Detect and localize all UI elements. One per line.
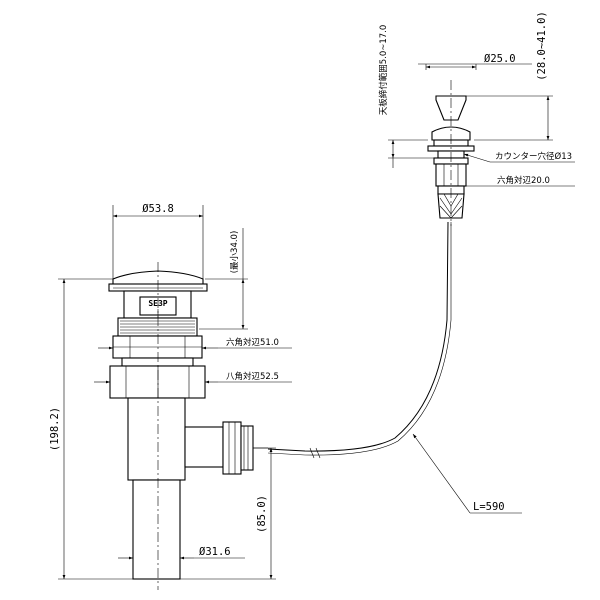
dim-counter-hole: カウンター穴径Ø13 xyxy=(463,151,575,163)
dim-drain-top: Ø53.8 xyxy=(112,203,204,280)
dim-knob-diameter: Ø25.0 xyxy=(418,53,532,70)
knob-base xyxy=(431,126,471,141)
dim-overall-height: (198.2) xyxy=(49,278,133,580)
dim-tailpiece: Ø31.6 xyxy=(118,546,245,560)
label-hex-nut-51: 六角対辺51.0 xyxy=(226,337,279,348)
label-min-height: (最小34.0) xyxy=(229,231,240,274)
dim-drain-height: (85.0) xyxy=(180,447,276,580)
octagon-nut-52 xyxy=(109,365,206,399)
label-hex-nut-20: 六角対辺20.0 xyxy=(497,175,550,186)
dim-counter-thickness: 天板締付範囲5.0~17.0 xyxy=(378,25,434,168)
label-knob-diameter: Ø25.0 xyxy=(484,53,516,65)
label-counter-hole: カウンター穴径Ø13 xyxy=(495,151,572,162)
release-cable xyxy=(267,221,449,452)
dim-hex-nut-20: 六角対辺20.0 xyxy=(436,175,575,187)
thread-lines xyxy=(120,320,195,334)
label-drain-top-diameter: Ø53.8 xyxy=(142,203,174,215)
drain-side-branch xyxy=(184,426,224,468)
dim-octagon-nut-52: 八角対辺52.5 xyxy=(94,371,292,384)
label-overall-height: (198.2) xyxy=(49,407,61,451)
drain-assembly: SE3P xyxy=(108,262,268,590)
dim-cable-length: L=590 xyxy=(412,433,522,514)
knob-assembly xyxy=(427,80,475,226)
label-tailpiece-diameter: Ø31.6 xyxy=(199,546,231,558)
label-octagon-nut-52: 八角対辺52.5 xyxy=(226,371,279,382)
dim-min-height: (最小34.0) xyxy=(199,228,248,330)
label-drain-height: (85.0) xyxy=(256,495,268,533)
dim-knob-height: (28.0~41.0) xyxy=(466,11,553,141)
label-cable-length: L=590 xyxy=(473,501,505,513)
label-knob-height-range: (28.0~41.0) xyxy=(536,11,548,81)
dim-hex-nut-51: 六角対辺51.0 xyxy=(98,337,292,350)
label-counter-thickness: 天板締付範囲5.0~17.0 xyxy=(378,25,389,116)
drain-tailpiece xyxy=(127,397,186,481)
cable-connector xyxy=(222,421,242,475)
